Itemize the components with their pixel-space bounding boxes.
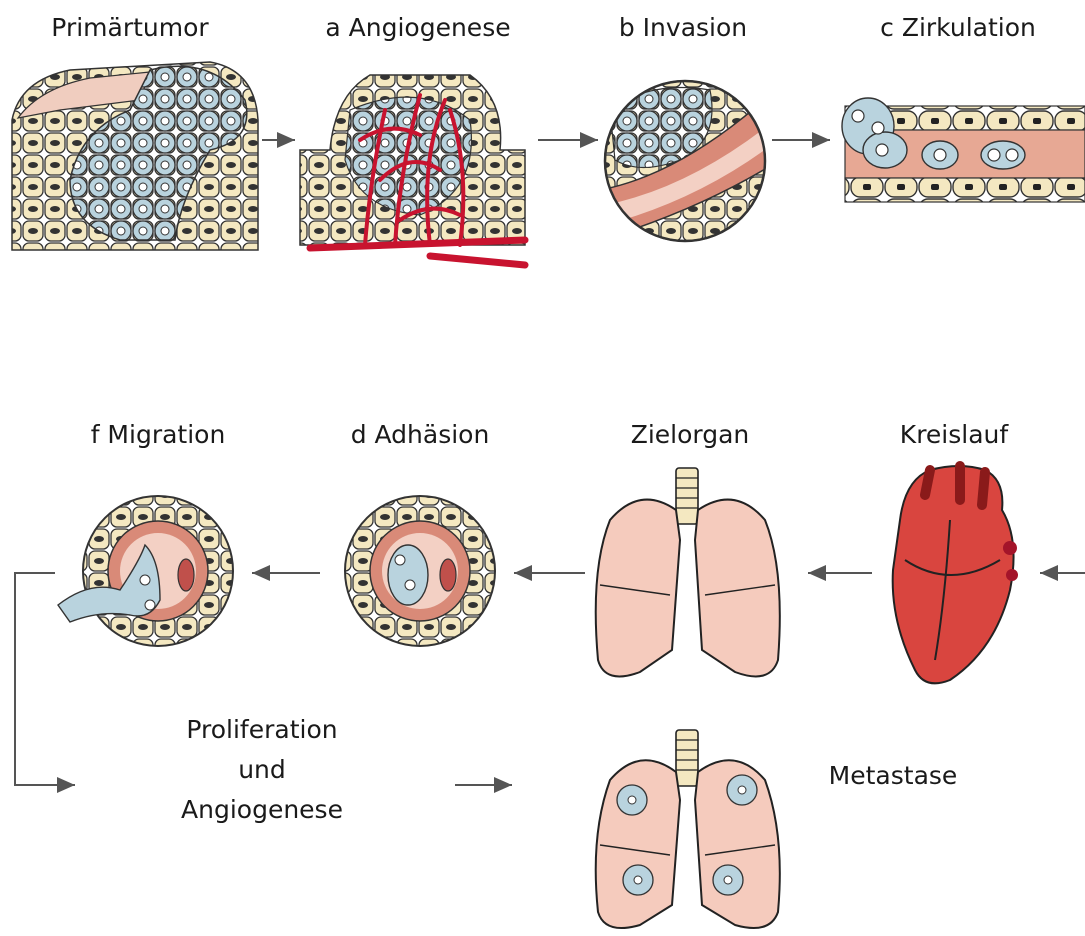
invasion-illustration <box>600 81 780 241</box>
angiogenesis-illustration <box>300 75 525 265</box>
heart-icon <box>893 466 1018 683</box>
migration-illustration <box>58 496 233 646</box>
metastasis-lungs-icon <box>596 730 780 928</box>
lungs-icon <box>596 468 780 676</box>
primary-tumor-illustration <box>12 62 258 250</box>
adhesion-illustration <box>345 496 495 646</box>
circulation-illustration <box>842 98 1085 202</box>
